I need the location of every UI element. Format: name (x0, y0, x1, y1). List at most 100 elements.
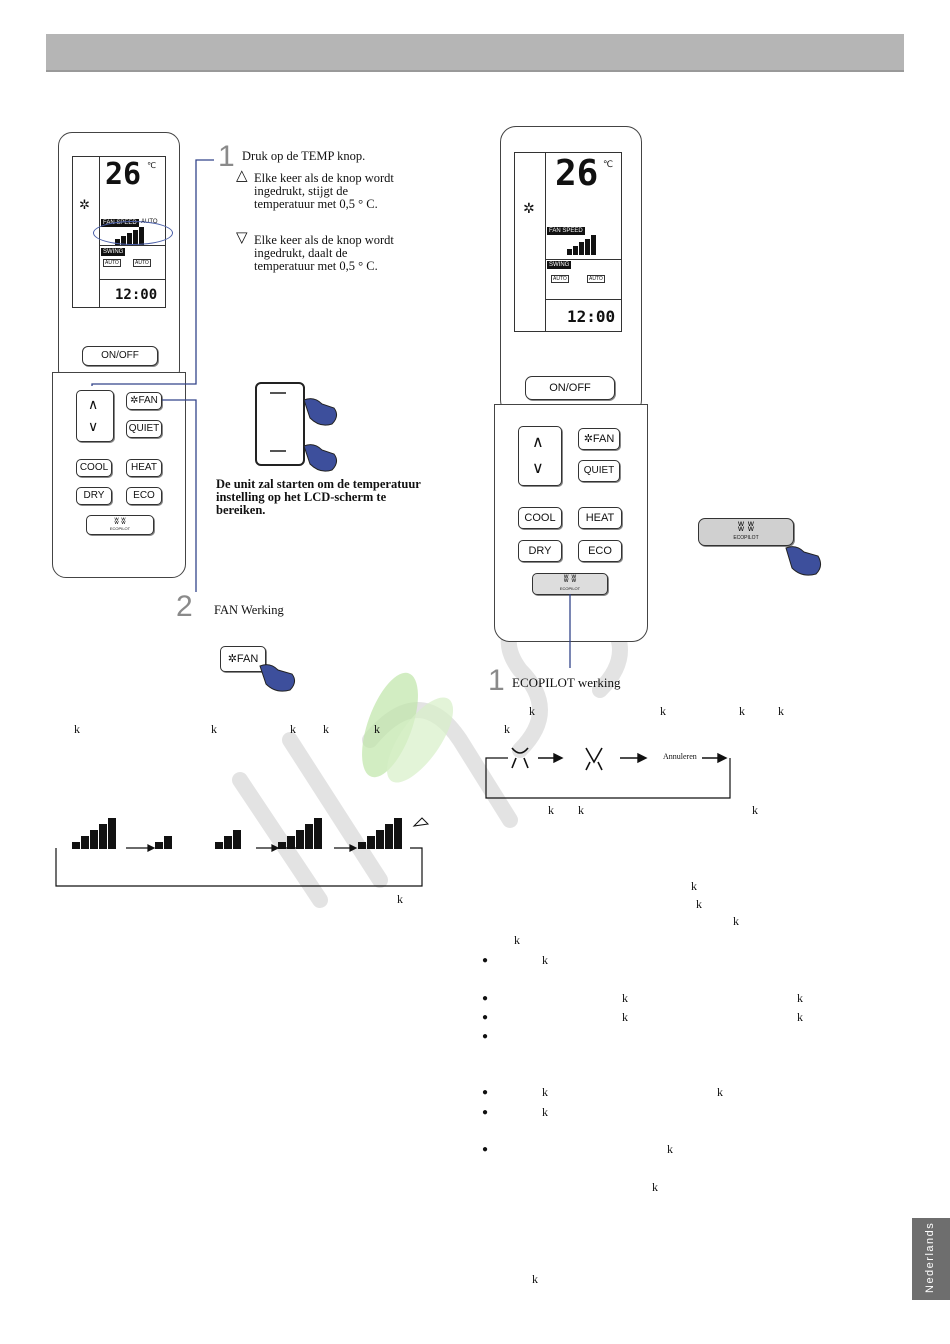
k-glyph: k (622, 991, 628, 1005)
left-fan-button[interactable]: ✲FAN (126, 392, 162, 410)
left-quiet-button[interactable]: QUIET (126, 420, 162, 438)
k-glyph: k (542, 1085, 548, 1099)
lcd-divider-3 (545, 299, 621, 300)
ecopilot-illustration-label: ECOPILOT (733, 535, 759, 541)
hand-pointer-icon (303, 398, 338, 426)
k-glyph: k (74, 722, 80, 736)
triangle-down-icon: ▽ (236, 229, 248, 246)
lcd-swing-auto: AUTO (103, 259, 121, 267)
watermark-logo (232, 532, 628, 908)
k-glyph: k (622, 1010, 628, 1024)
right-temp-rocker[interactable] (518, 426, 562, 486)
k-glyph: k (542, 953, 548, 967)
lcd-swing-auto: AUTO (551, 275, 569, 283)
k-glyph: k (397, 892, 403, 906)
bullet: ● (482, 993, 489, 1004)
left-onoff-button[interactable]: ON/OFF (82, 346, 158, 366)
lcd-temperature: 26 (105, 157, 142, 192)
bullet: ● (482, 1144, 489, 1155)
left-step2-number: 2 (176, 590, 193, 623)
right-up-arrow[interactable]: ∧ (532, 434, 544, 451)
lcd-clock: 12:00 (567, 307, 616, 326)
left-remote-base (52, 372, 186, 578)
right-onoff-button[interactable]: ON/OFF (525, 376, 615, 400)
triangle-up-icon: △ (236, 167, 248, 184)
k-glyph: k (578, 803, 584, 817)
k-glyph: k (739, 704, 745, 718)
k-glyph: k (374, 722, 380, 736)
fan-button-illustration[interactable]: ✲FAN (220, 646, 266, 672)
k-glyph: k (548, 803, 554, 817)
left-ecopilot-button[interactable]: ʬ ʬ ECOPILOT (86, 515, 154, 535)
right-dry-button[interactable]: DRY (518, 540, 562, 562)
k-glyph: k (797, 991, 803, 1005)
k-glyph: k (660, 704, 666, 718)
left-cool-button[interactable]: COOL (76, 459, 112, 477)
language-side-tab-label: Nederlands (924, 1221, 936, 1293)
k-glyph: k (323, 722, 329, 736)
left-up-arrow[interactable]: ∧ (88, 396, 99, 412)
lcd-fan-speed-label: FAN SPEED (547, 227, 585, 235)
temp-rocker-illustration[interactable] (255, 382, 305, 466)
bullet: ● (482, 1087, 489, 1098)
lcd-highlight-ellipse (93, 221, 173, 245)
right-eco-button[interactable]: ECO (578, 540, 622, 562)
left-dry-button[interactable]: DRY (76, 487, 112, 505)
k-glyph: k (733, 914, 739, 928)
k-glyph: k (652, 1180, 658, 1194)
right-ecopilot-label: ECOPILOT (559, 586, 581, 591)
ecopilot-icon: ʬ ʬ (563, 574, 577, 585)
lcd-divider (545, 153, 546, 331)
ecopilot-cycle-diagram (485, 747, 731, 799)
k-glyph: k (529, 704, 535, 718)
right-quiet-button[interactable]: QUIET (578, 460, 620, 482)
ecopilot-button-illustration[interactable]: ʬ ʬ ECOPILOT (698, 518, 794, 546)
language-side-tab: Nederlands (912, 1218, 950, 1300)
k-glyph: k (691, 879, 697, 893)
k-glyph: k (542, 1105, 548, 1119)
left-ecopilot-label: ECOPILOT (109, 526, 131, 531)
right-down-arrow[interactable]: ∨ (532, 460, 544, 477)
lcd-divider-2 (99, 245, 165, 246)
left-down-arrow[interactable]: ∨ (88, 418, 99, 434)
right-lcd: 26 ℃ ✲ FAN SPEED SWING AUTO AUTO 12:00 (514, 152, 622, 332)
lcd-swing-auto-2: AUTO (587, 275, 605, 283)
k-glyph: k (211, 722, 217, 736)
left-lcd: 26 ℃ ✲ FAN SPEED AUTO SWING AUTO AUTO 12… (72, 156, 173, 308)
k-glyph: k (717, 1085, 723, 1099)
lcd-swing-auto-2: AUTO (133, 259, 151, 267)
k-glyph: k (797, 1010, 803, 1024)
left-temp-rocker[interactable] (76, 390, 114, 442)
left-heat-button[interactable]: HEAT (126, 459, 162, 477)
ecopilot-icon: ʬ ʬ (737, 519, 755, 534)
left-step2-title: FAN Werking (214, 603, 284, 617)
lcd-temp-unit: ℃ (603, 159, 614, 169)
right-heat-button[interactable]: HEAT (578, 507, 622, 529)
lcd-divider-3 (99, 279, 165, 280)
hand-pointer-icon-4 (785, 546, 822, 576)
right-step1-number: 1 (488, 664, 505, 697)
bullet: ● (482, 1012, 489, 1023)
k-glyph: k (752, 803, 758, 817)
k-glyph: k (504, 722, 510, 736)
left-step1-title: Druk op de TEMP knop. (242, 149, 366, 163)
right-cool-button[interactable]: COOL (518, 507, 562, 529)
lcd-temp-unit: ℃ (147, 161, 156, 170)
left-step1-number: 1 (218, 140, 235, 173)
ecopilot-icon: ʬ ʬ (114, 516, 126, 526)
hand-pointer-icon-2 (303, 444, 338, 472)
k-glyph: k (514, 933, 520, 947)
rocker-up-mark (270, 392, 286, 394)
snowflake-icon: ✲ (523, 202, 535, 217)
right-fan-button[interactable]: ✲FAN (578, 428, 620, 450)
left-eco-button[interactable]: ECO (126, 487, 162, 505)
lcd-clock: 12:00 (115, 287, 158, 303)
lcd-swing-label: SWING (101, 248, 126, 256)
bullet: ● (482, 1107, 489, 1118)
k-glyph: k (696, 897, 702, 911)
header-bar (46, 34, 904, 72)
